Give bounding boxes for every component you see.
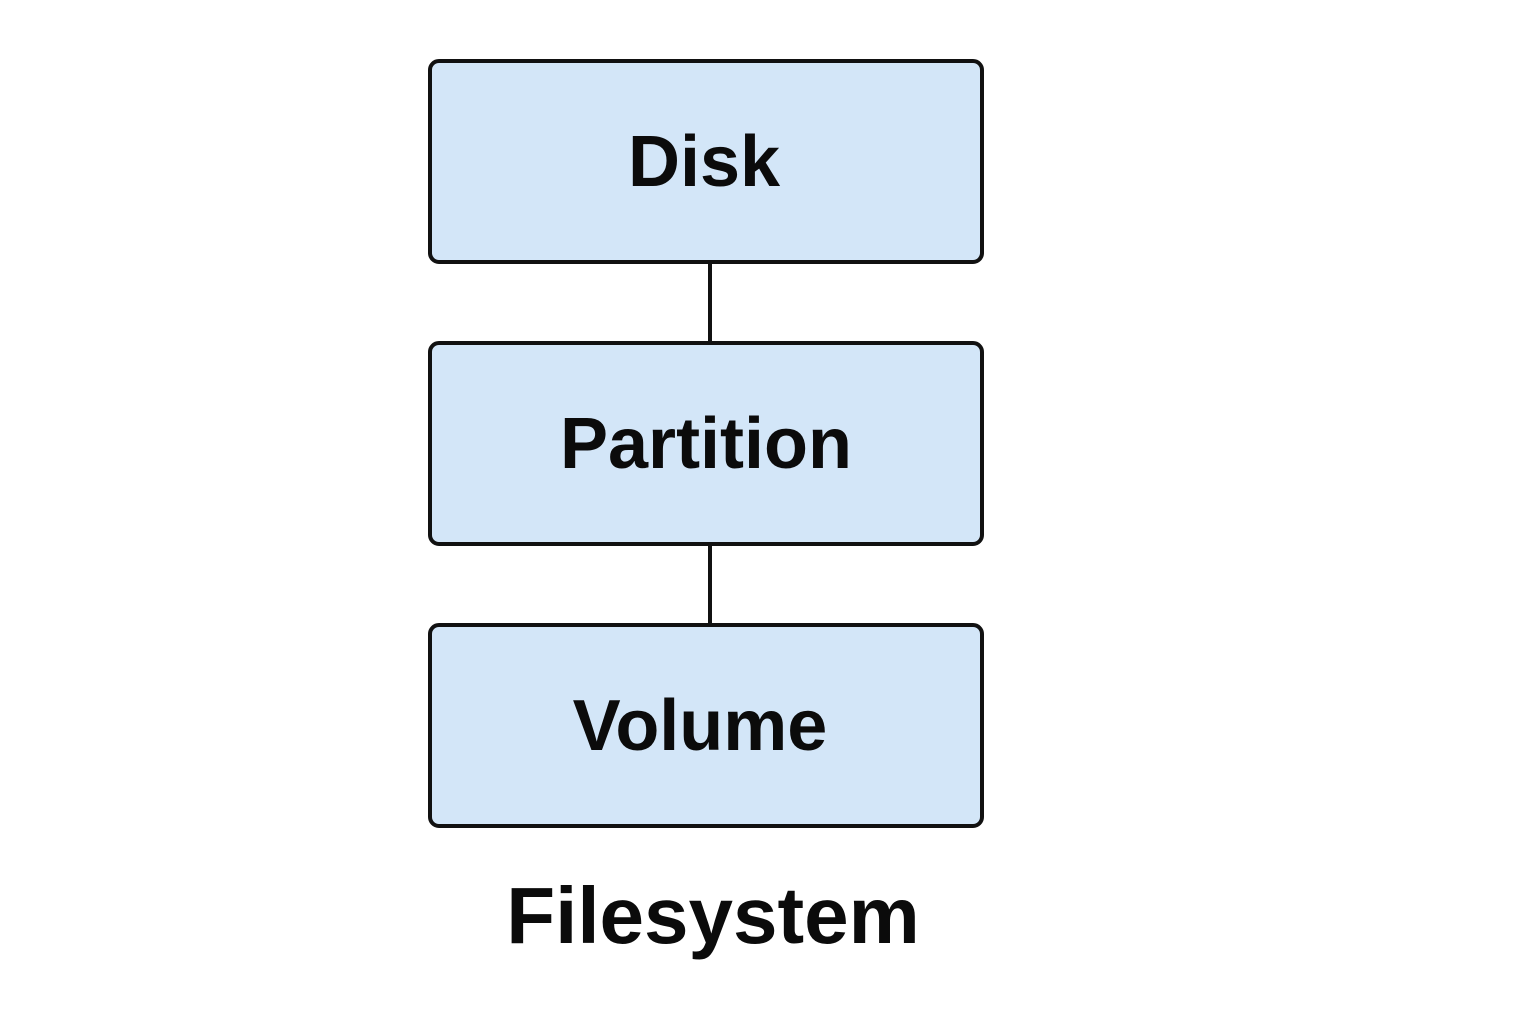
disk-label: Disk	[627, 121, 781, 202]
partition-label: Partition	[559, 403, 852, 484]
partition-volume-connector	[708, 544, 712, 625]
volume-node: Volume	[428, 623, 984, 828]
disk-partition-connector	[708, 262, 712, 343]
disk-node: Disk	[428, 59, 984, 264]
partition-node: Partition	[428, 341, 984, 546]
volume-label: Volume	[572, 685, 828, 766]
diagram-caption: Filesystem	[506, 871, 920, 960]
